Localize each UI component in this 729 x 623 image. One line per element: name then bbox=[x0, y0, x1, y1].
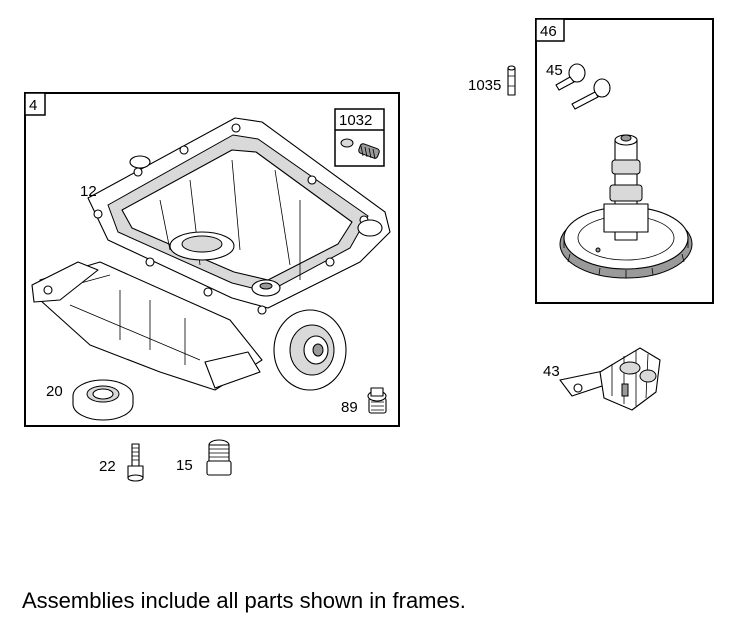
camshaft-assembly-frame: 46 45 bbox=[535, 18, 714, 304]
bolt-22-part bbox=[127, 443, 144, 482]
assembly-footnote: Assemblies include all parts shown in fr… bbox=[22, 588, 466, 613]
callout-15: 15 bbox=[176, 457, 193, 474]
sump-frame-border bbox=[24, 92, 400, 427]
sump-housing-part bbox=[31, 117, 391, 391]
governor-assembly-part bbox=[559, 347, 661, 411]
callout-22: 22 bbox=[99, 458, 116, 475]
sump-frame-number: 4 bbox=[29, 97, 37, 114]
camshaft-frame-number: 46 bbox=[540, 23, 557, 40]
camshaft-frame-tag bbox=[535, 18, 565, 42]
callout-45: 45 bbox=[546, 62, 563, 79]
sump-frame-tag bbox=[24, 92, 46, 116]
camshaft-frame-border bbox=[535, 18, 714, 304]
callout-43: 43 bbox=[543, 363, 560, 380]
tappet-part bbox=[555, 63, 611, 110]
oil-seal-part bbox=[72, 379, 134, 421]
callout-89: 89 bbox=[341, 399, 358, 416]
callout-20: 20 bbox=[46, 383, 63, 400]
kit-washer-part bbox=[340, 138, 354, 148]
sump-assembly-frame: 4 1032 bbox=[24, 92, 400, 427]
kit-spring-part bbox=[358, 143, 380, 160]
drain-plug-89-part bbox=[367, 387, 387, 414]
pin-1035-part bbox=[507, 65, 516, 96]
callout-12: 12 bbox=[80, 183, 97, 200]
callout-1035: 1035 bbox=[468, 77, 501, 94]
kit-subframe-number: 1032 bbox=[339, 112, 372, 129]
kit-subframe-border bbox=[334, 108, 385, 167]
kit-subframe: 1032 bbox=[334, 108, 385, 167]
camshaft-gear-part bbox=[559, 134, 693, 279]
plug-15-part bbox=[206, 439, 232, 476]
